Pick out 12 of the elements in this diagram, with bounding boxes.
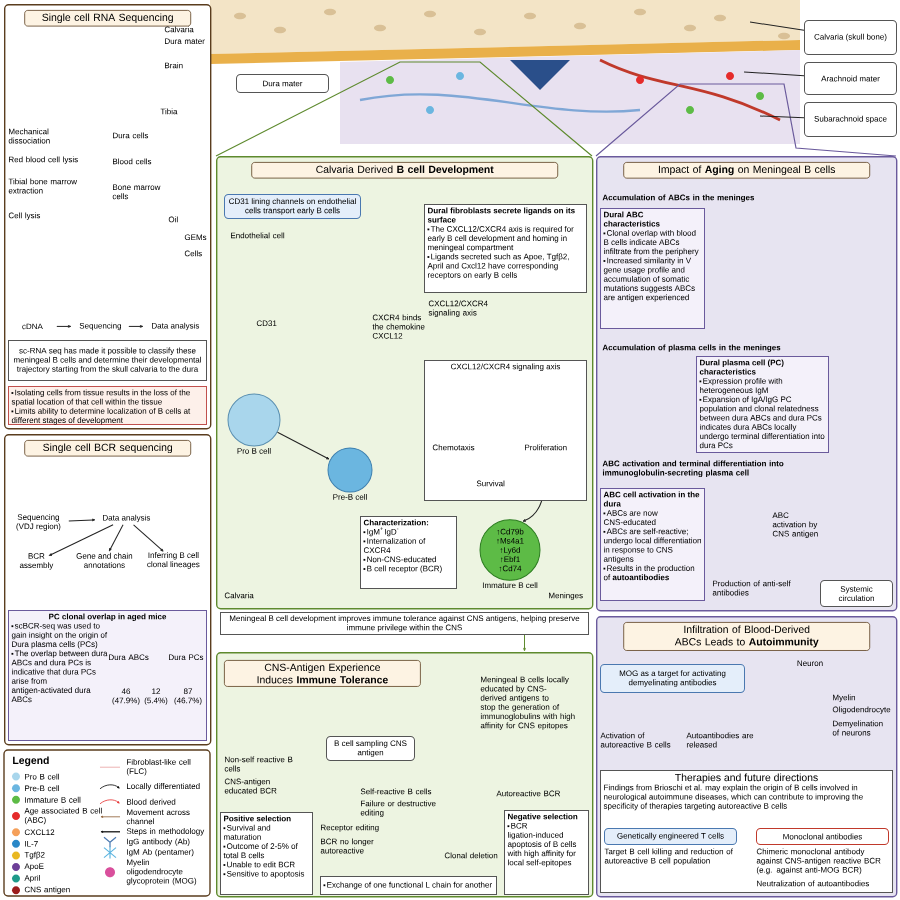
arrow: [48, 524, 114, 556]
arrow: [277, 431, 330, 460]
arrow: [523, 634, 526, 652]
arrow: [56, 325, 72, 328]
leader-line: [749, 21, 805, 31]
arrow: [128, 325, 144, 328]
arrow: [108, 524, 124, 552]
leader-line: [743, 71, 805, 77]
leader-line: [759, 115, 805, 119]
arrow: [68, 518, 96, 522]
arrow: [522, 500, 543, 522]
arrow: [133, 524, 164, 552]
